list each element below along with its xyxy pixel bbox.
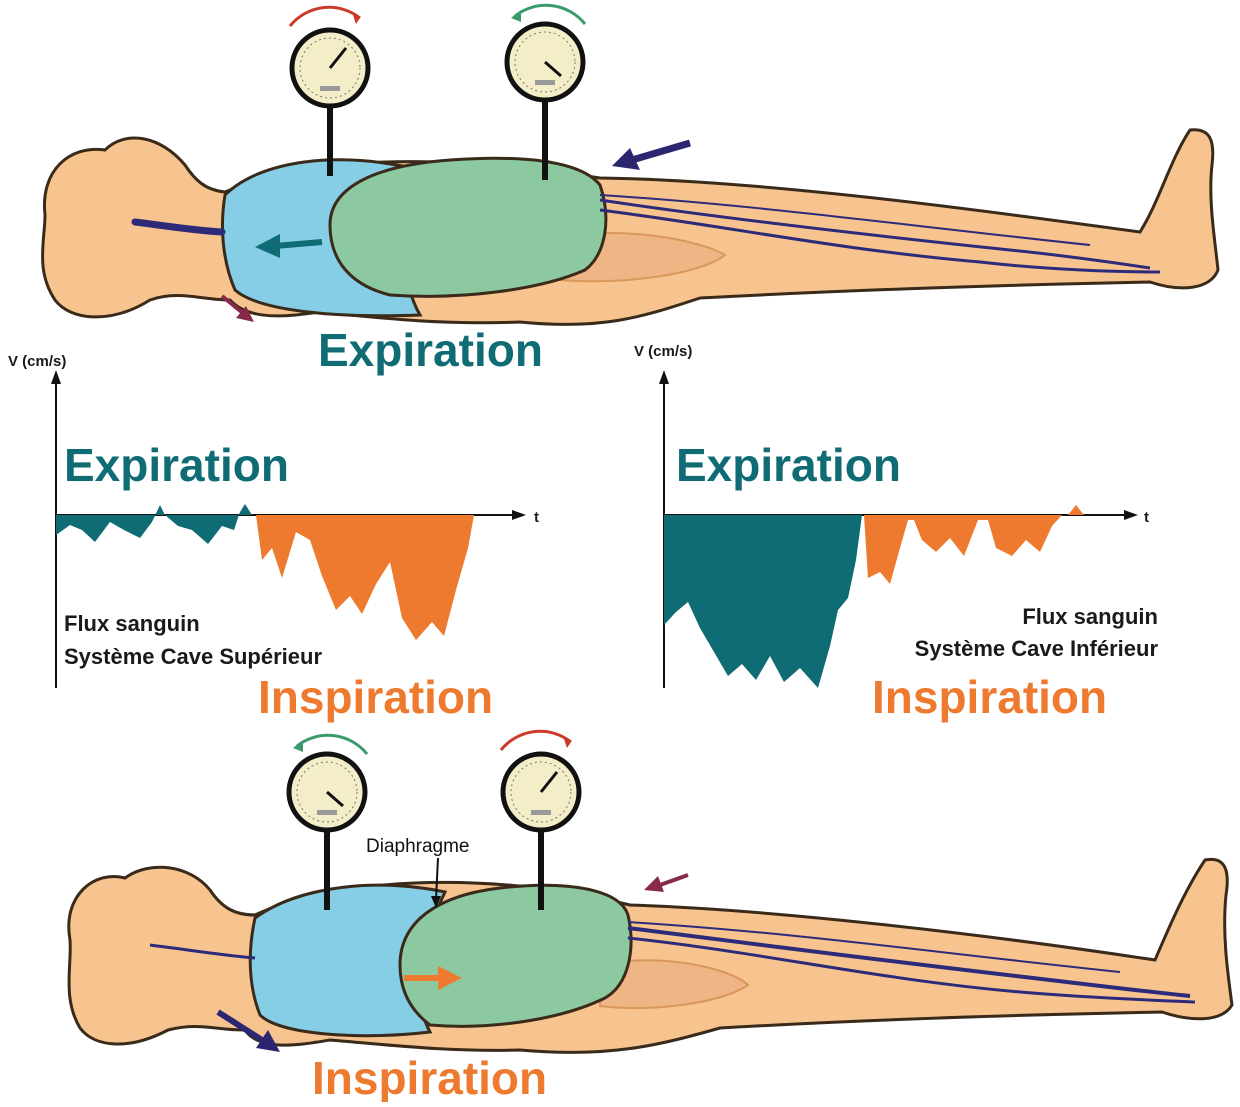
left-caption-line1: Flux sanguin	[64, 611, 200, 636]
right-inspiration-label: Inspiration	[872, 671, 1107, 723]
bottom-body-figure: Diaphragme	[69, 731, 1232, 1052]
right-expiration-label: Expiration	[676, 439, 901, 491]
left-y-axis-arrow	[51, 370, 61, 384]
pressure-gauge-icon	[290, 7, 368, 176]
left-inspiration-trace	[256, 515, 474, 640]
pressure-gauge-icon	[289, 735, 367, 910]
pressure-gauge-icon	[507, 5, 585, 180]
left-x-axis-label: t	[534, 509, 539, 526]
right-inspiration-trace	[864, 515, 1062, 584]
left-inspiration-label: Inspiration	[258, 671, 493, 723]
top-state-label: Expiration	[318, 324, 543, 376]
time-axis-arrow-icon	[1124, 510, 1138, 520]
left-expiration-trace	[56, 504, 252, 544]
right-x-axis-label: t	[1144, 509, 1149, 526]
bottom-state-label: Inspiration	[312, 1052, 547, 1102]
right-expiration-trace	[664, 515, 862, 688]
right-inspiration-bump	[1068, 505, 1084, 515]
time-axis-arrow-icon	[512, 510, 526, 520]
right-y-axis-arrow	[659, 370, 669, 384]
right-flow-chart: V (cm/s) t Expiration Inspiration Flux s…	[634, 343, 1158, 723]
flow-arrow-icon	[644, 875, 688, 892]
right-caption-line2: Système Cave Inférieur	[915, 636, 1159, 661]
top-body-figure	[43, 5, 1219, 324]
flow-arrow-icon	[612, 143, 690, 170]
left-expiration-label: Expiration	[64, 439, 289, 491]
left-y-axis-label: V (cm/s)	[8, 353, 66, 370]
left-flow-chart: V (cm/s) t Expiration Inspiration Flux s…	[8, 353, 539, 723]
diaphragm-label: Diaphragme	[366, 836, 470, 857]
right-caption-line1: Flux sanguin	[1022, 604, 1158, 629]
top-abdomen	[330, 158, 606, 296]
right-y-axis-label: V (cm/s)	[634, 343, 692, 360]
left-caption-line2: Système Cave Supérieur	[64, 644, 322, 669]
pressure-gauge-icon	[501, 731, 579, 910]
